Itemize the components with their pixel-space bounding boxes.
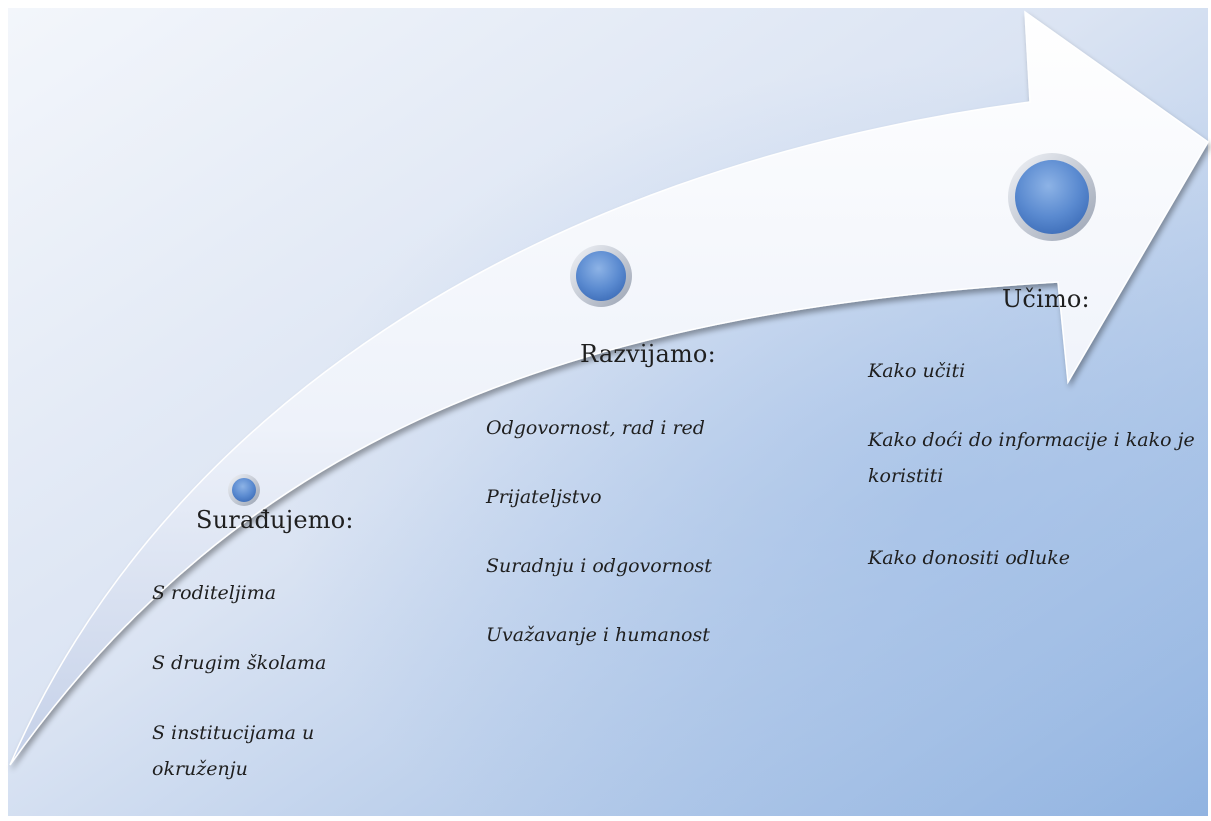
stage-1-item: S institucijama u okruženju [152, 722, 315, 780]
stage-3-item: Kako doći do informacije i kako je koris… [868, 429, 1195, 487]
stage-1-item: S drugim školama [152, 652, 327, 674]
stage-3-heading: Učimo: [1002, 285, 1090, 313]
node-3 [1015, 160, 1089, 234]
node-2 [576, 251, 626, 301]
stage-1-heading: Surađujemo: [196, 506, 354, 534]
stage-1-item: S roditeljima [152, 582, 277, 604]
stage-2-heading: Razvijamo: [580, 340, 716, 368]
stage-3-item: Kako učiti [868, 360, 966, 382]
stage-2-item: Odgovornost, rad i red [486, 417, 705, 439]
stage-2-item: Uvažavanje i humanost [486, 624, 710, 646]
stage-2-item: Suradnju i odgovornost [486, 555, 712, 577]
node-1 [232, 478, 256, 502]
stage-2-item: Prijateljstvo [486, 486, 602, 508]
curved-arrow [9, 10, 1209, 766]
stage-3-item: Kako donositi odluke [868, 547, 1071, 569]
